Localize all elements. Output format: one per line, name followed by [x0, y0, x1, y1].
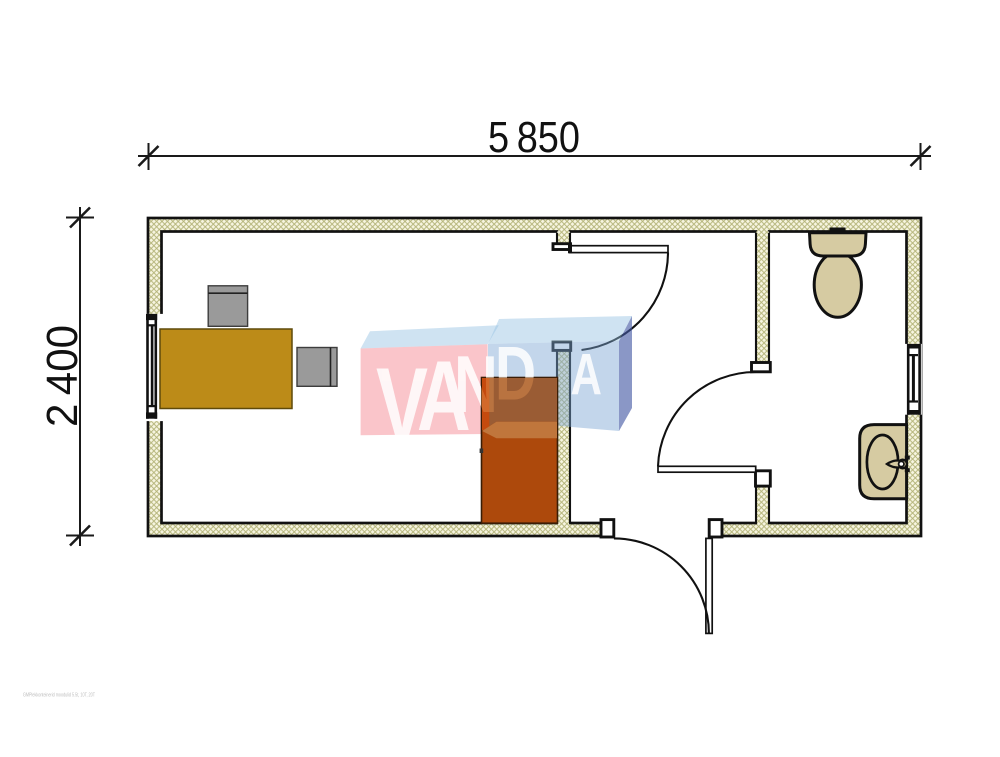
svg-text:A: A — [571, 342, 602, 406]
svg-text:5 850: 5 850 — [488, 113, 580, 162]
svg-text:V: V — [376, 347, 428, 462]
svg-text:GMPlekkonteinerid moodulid 5.5: GMPlekkonteinerid moodulid 5.5t, 10T, 20… — [23, 693, 96, 699]
svg-text:N: N — [454, 340, 498, 431]
svg-text:2 400: 2 400 — [38, 325, 87, 427]
svg-text:D: D — [495, 332, 536, 417]
svg-text:A: A — [417, 341, 471, 452]
